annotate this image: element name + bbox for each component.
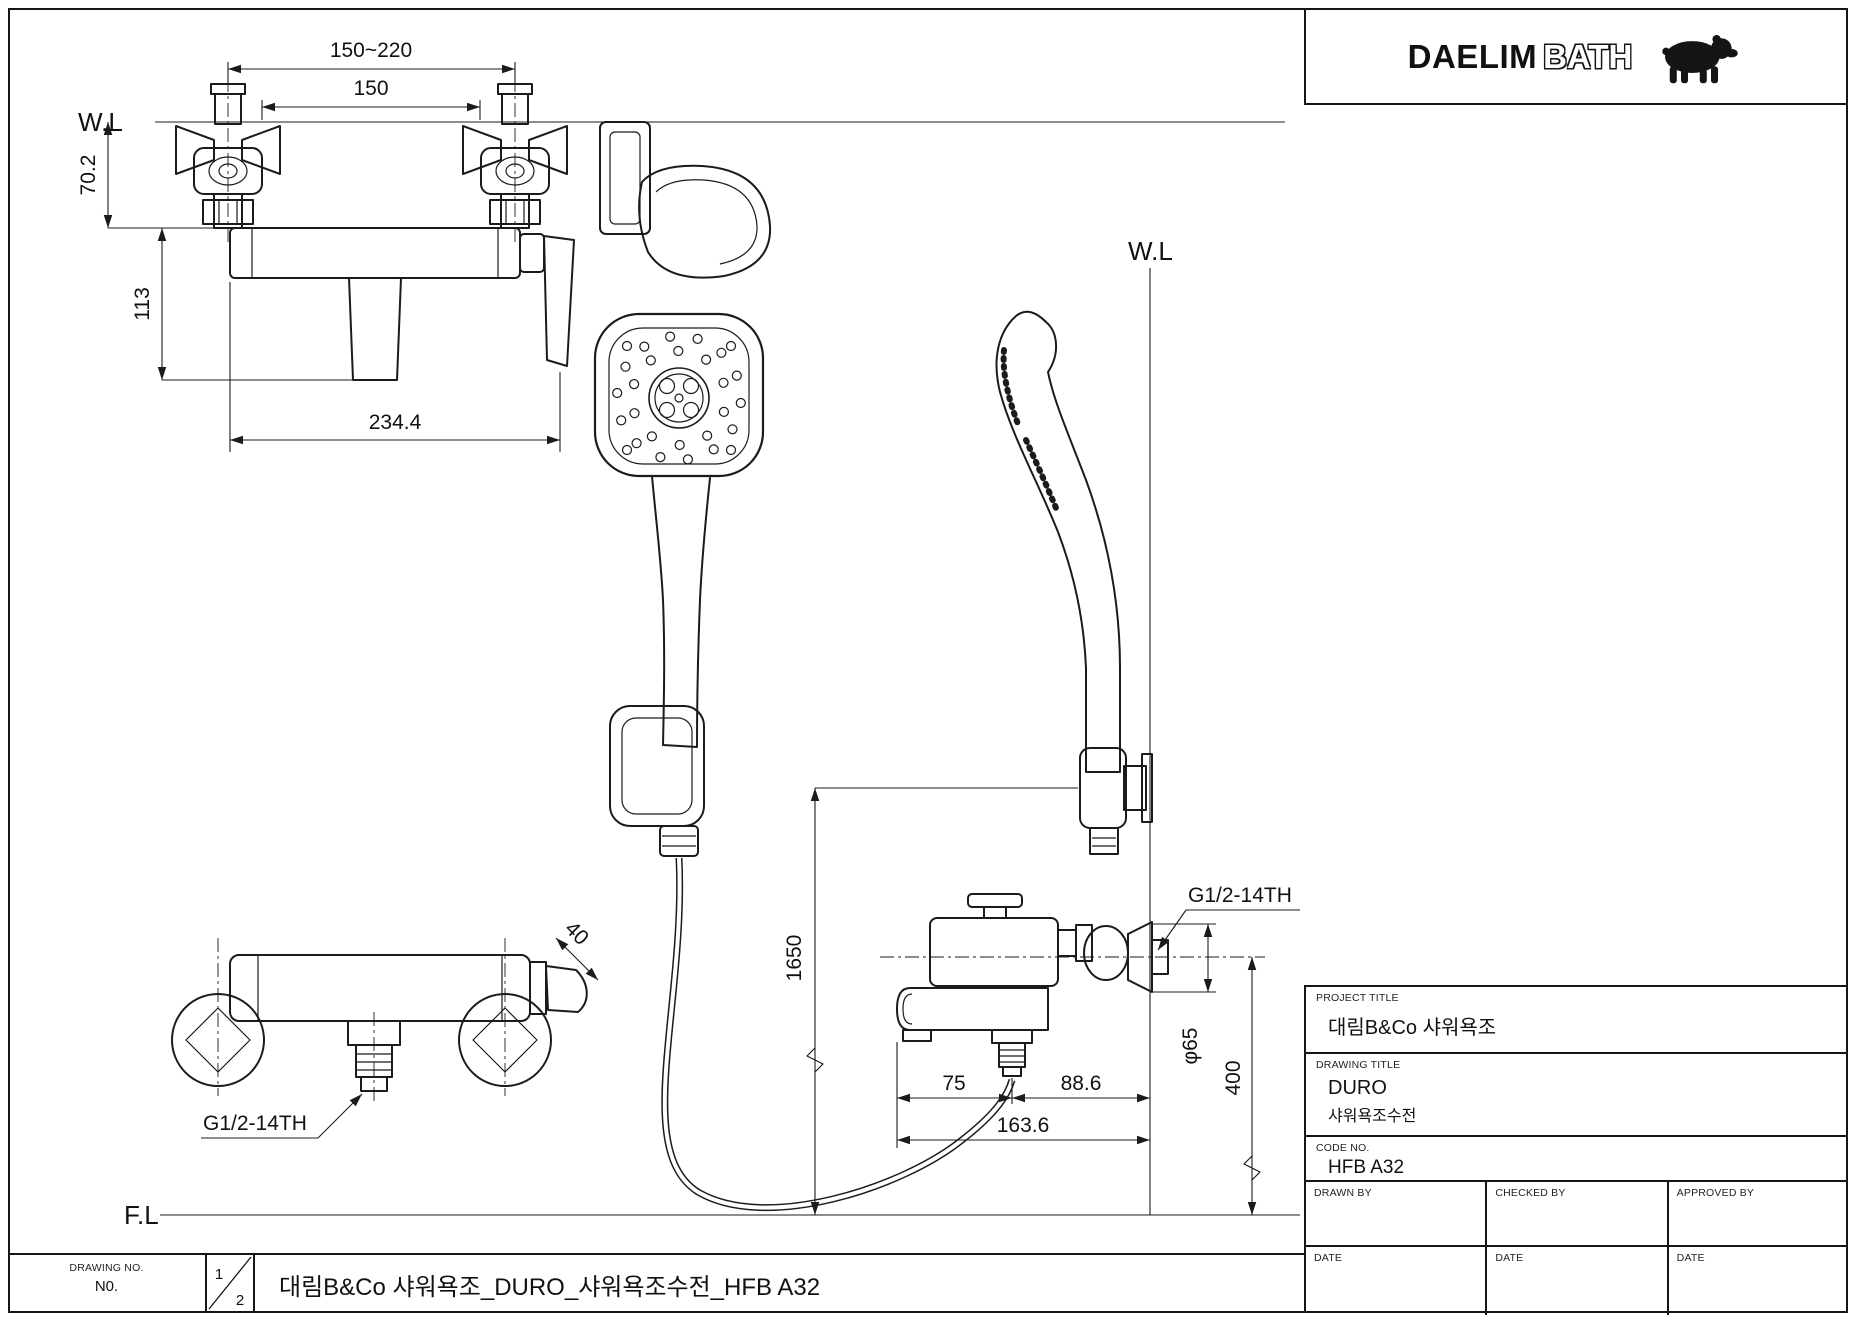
date-label-3: DATE xyxy=(1676,1252,1705,1264)
project-title-section: PROJECT TITLE 대림B&Co 샤워욕조 xyxy=(1306,987,1848,1054)
approved-by-label: APPROVED BY xyxy=(1676,1187,1755,1199)
drawing-title-label: DRAWING TITLE xyxy=(1316,1059,1401,1071)
drawing-title-line1: DURO xyxy=(1328,1077,1387,1099)
code-no-label: CODE NO. xyxy=(1316,1142,1370,1154)
sheet-number-cell: 1 2 xyxy=(205,1255,255,1313)
code-no-value: HFB A32 xyxy=(1328,1157,1405,1178)
drawing-no-label: DRAWING NO. xyxy=(69,1262,144,1274)
code-no-section: CODE NO. HFB A32 xyxy=(1306,1137,1848,1182)
footer-title: 대림B&Co 샤워욕조_DURO_샤워욕조수전_HFB A32 xyxy=(279,1273,821,1301)
date-label-1: DATE xyxy=(1314,1252,1343,1264)
date-row: DATE DATE DATE xyxy=(1306,1247,1848,1315)
polar-bear-icon xyxy=(1662,34,1739,83)
brand-name-bath: BATH xyxy=(1543,37,1633,75)
checked-by-label: CHECKED BY xyxy=(1495,1187,1566,1199)
sheet-frame xyxy=(8,8,1848,1313)
title-block: PROJECT TITLE 대림B&Co 샤워욕조 DRAWING TITLE … xyxy=(1304,985,1848,1315)
drawing-no-cell: DRAWING NO. N0. xyxy=(8,1255,205,1313)
footer-strip: DRAWING NO. N0. 1 2 대림B&Co 샤워욕조_DURO_샤워욕… xyxy=(8,1253,1304,1313)
drawn-by-label: DRAWN BY xyxy=(1314,1187,1372,1199)
project-title-value: 대림B&Co 샤워욕조 xyxy=(1328,1017,1497,1039)
date-label-2: DATE xyxy=(1495,1252,1524,1264)
sheet-total: 2 xyxy=(236,1292,244,1309)
brand-name-daelim: DAELIM xyxy=(1407,37,1538,75)
drawing-title-section: DRAWING TITLE DURO 샤워욕조수전 xyxy=(1306,1054,1848,1137)
project-title-label: PROJECT TITLE xyxy=(1316,992,1399,1004)
drawing-no-value: N0. xyxy=(94,1278,119,1295)
sheet-number-box: 1 2 xyxy=(208,1256,252,1310)
signature-header-row: DRAWN BY CHECKED BY APPROVED BY xyxy=(1306,1182,1848,1247)
sheet-current: 1 xyxy=(215,1266,223,1283)
drawing-title-line2: 샤워욕조수전 xyxy=(1328,1108,1417,1125)
